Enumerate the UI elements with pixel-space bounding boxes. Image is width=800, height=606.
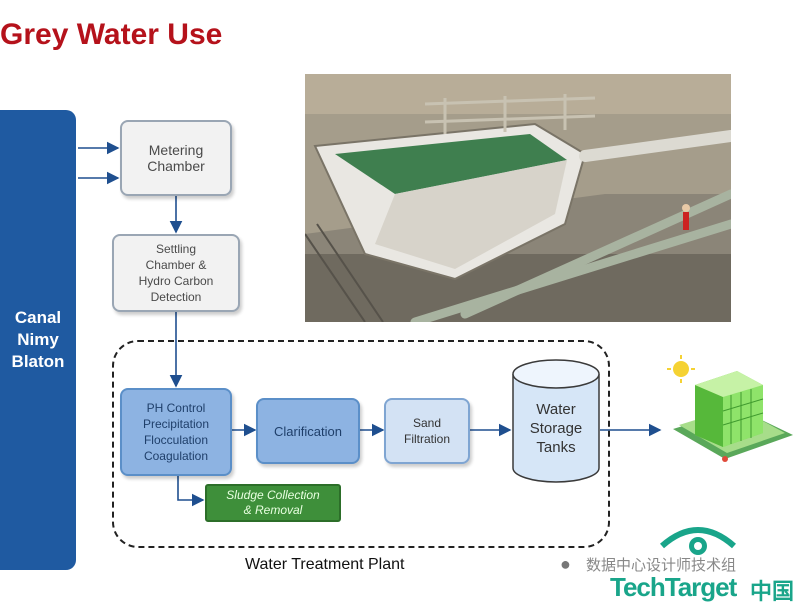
storage-label: Water Storage Tanks [510,392,602,464]
sludge-line: & Removal [243,503,303,517]
sun-icon [667,355,695,383]
canal-line: Nimy [17,330,59,349]
sand-line: Sand [412,416,441,430]
watermark-channel-text: 数据中心设计师技术组 [586,557,737,574]
storage-line: Water [536,400,576,418]
sludge-line: Sludge Collection [226,488,320,502]
eye-logo-icon [660,527,736,555]
settling-line: Settling [155,242,196,256]
settling-chamber-box: Settling Chamber & Hydro Carbon Detectio… [112,234,240,312]
ph-line: PH Control [146,401,206,415]
canal-line: Canal [14,308,62,327]
techtarget-brand: TechTarget [610,572,737,602]
settling-line: Detection [150,290,202,304]
sand-filtration-box: Sand Filtration [384,398,470,464]
sludge-collection-box: Sludge Collection & Removal [205,484,341,522]
techtarget-brand-cn: 中国 [750,579,795,604]
clarification-box: Clarification [256,398,360,464]
water-treatment-plant-boundary [112,340,610,548]
canal-source: Canal Nimy Blaton [0,110,76,570]
treatment-plant-photo [305,74,731,322]
ph-control-box: PH Control Precipitation Flocculation Co… [120,388,232,476]
green-building-icon [667,355,793,462]
techtarget-watermark: ● 数据中心设计师技术组 TechTarget 中国 [560,520,800,604]
canal-line: Blaton [11,352,65,371]
storage-line: Storage [529,419,583,437]
metering-line: Metering [148,142,204,158]
page-title: Grey Water Use [0,18,223,51]
settling-line: Chamber & [145,258,207,272]
settling-line: Hydro Carbon [138,274,214,288]
metering-chamber-box: Metering Chamber [120,120,232,196]
metering-line: Chamber [147,158,205,174]
storage-line: Tanks [536,438,576,456]
water-treatment-plant-label: Water Treatment Plant [245,556,405,573]
water-storage-tank [512,359,600,483]
ph-line: Flocculation [143,433,208,447]
arrow-icon [177,476,205,507]
clarification-label: Clarification [274,423,342,439]
ph-line: Coagulation [143,449,209,463]
ph-line: Precipitation [142,417,210,431]
sand-line: Filtration [403,432,450,446]
wechat-icon: ● [560,554,571,574]
